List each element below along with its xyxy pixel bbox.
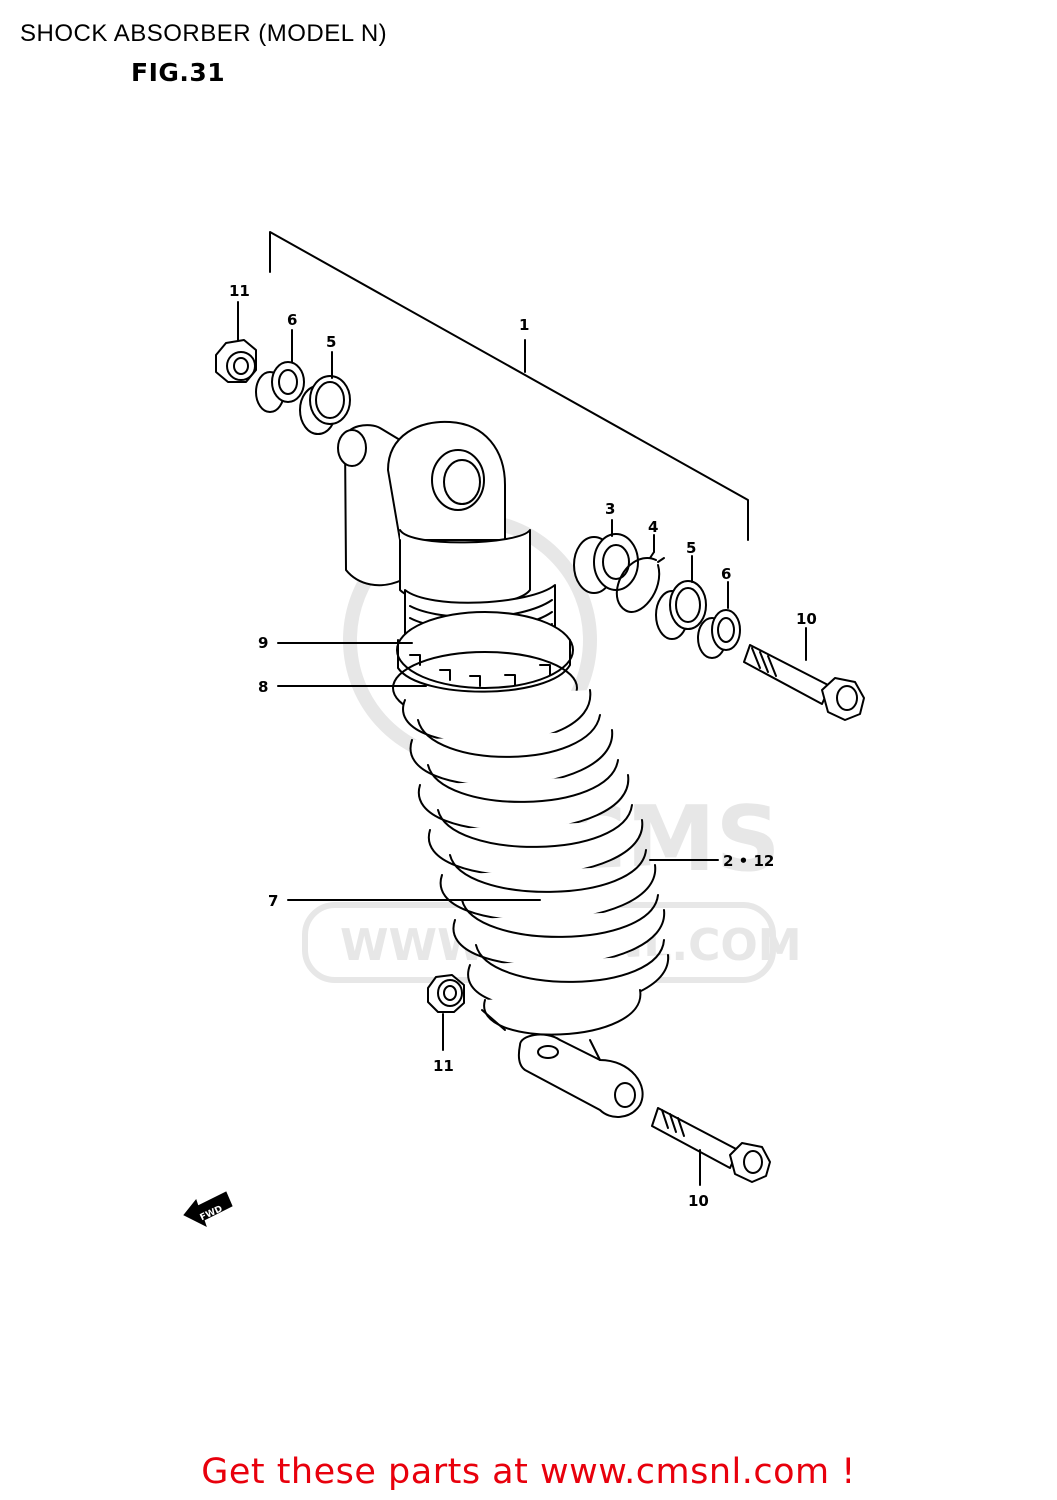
bushing-top: [255, 329, 305, 413]
bearing: [573, 519, 639, 594]
circlip: [615, 534, 665, 613]
bolt-upper: [743, 627, 865, 721]
footer-link-text[interactable]: Get these parts at www.cmsnl.com !: [201, 1452, 856, 1492]
page-title: SHOCK ABSORBER (MODEL N): [20, 20, 388, 47]
bolt-lower: [651, 1107, 771, 1186]
callout-9: 9: [258, 634, 268, 652]
callout-5-right: 5: [686, 539, 696, 557]
callout-1: 1: [519, 316, 529, 334]
seal-top: [299, 351, 351, 435]
callout-2-12: 2 • 12: [723, 852, 774, 870]
shock-upper-eye: [387, 420, 531, 606]
forward-direction-arrow: FWD: [183, 1191, 233, 1227]
callout-5-top: 5: [326, 333, 336, 351]
coil-spring: [402, 689, 670, 1036]
callout-7: 7: [268, 892, 278, 910]
callout-6-right: 6: [721, 565, 731, 583]
callout-8: 8: [258, 678, 268, 696]
spring-adjuster-rings: [392, 611, 578, 725]
callout-11-lower: 11: [433, 1057, 454, 1075]
figure-number: FIG.31: [131, 58, 226, 87]
flange-nut-lower: [427, 974, 465, 1051]
callout-labels: 11 6 5 1 3 4 5 6 10 9 8 2 • 12 7 11 10: [229, 282, 817, 1210]
flange-nut-top: [215, 301, 257, 383]
callout-3: 3: [605, 500, 615, 518]
shock-lower-mount: [481, 1009, 644, 1118]
seal-right: [655, 555, 707, 640]
callout-6-top: 6: [287, 311, 297, 329]
assembly-bracket: [269, 231, 749, 541]
callout-4: 4: [648, 518, 658, 536]
bushing-right: [697, 581, 741, 659]
callout-10-lower: 10: [688, 1192, 709, 1210]
callout-11-top: 11: [229, 282, 250, 300]
callout-10-upper: 10: [796, 610, 817, 628]
